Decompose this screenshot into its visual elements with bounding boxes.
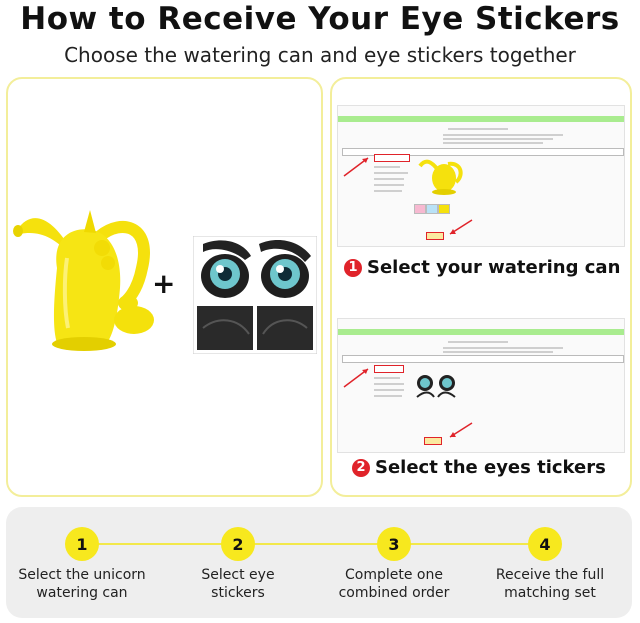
instruction-step-1: 1 Select your watering can xyxy=(344,257,620,278)
step-circle-4: 4 xyxy=(528,527,562,561)
site-banner-bar xyxy=(338,116,624,122)
add-to-cart-highlight xyxy=(424,437,442,445)
step-circle-3: 3 xyxy=(377,527,411,561)
steps-panel xyxy=(6,507,632,618)
page-title: How to Receive Your Eye Stickers xyxy=(20,1,620,37)
step-text-1: Select the unicorn watering can xyxy=(18,567,146,601)
instruction-step-2-text: Select the eyes tickers xyxy=(375,457,606,478)
eye-stickers-sheet-image xyxy=(192,235,318,355)
page-subtitle: Choose the watering can and eye stickers… xyxy=(64,43,576,67)
highlighted-option xyxy=(374,154,410,162)
step-circle-2: 2 xyxy=(221,527,255,561)
add-to-cart-highlight xyxy=(426,232,444,240)
step-connector-line xyxy=(98,543,558,545)
site-banner-bar xyxy=(338,329,624,335)
step-text-4: Receive the full matching set xyxy=(495,567,605,601)
step-circle-1: 1 xyxy=(65,527,99,561)
listing-screenshot-eye-stickers xyxy=(337,318,625,453)
step-badge: 1 xyxy=(344,258,362,277)
instruction-step-2: 2 Select the eyes tickers xyxy=(352,457,606,478)
highlighted-option xyxy=(374,365,404,373)
step-text-2: Select eye stickers xyxy=(201,567,275,601)
step-badge: 2 xyxy=(352,458,370,477)
listing-screenshot-watering-can xyxy=(337,105,625,247)
instruction-step-1-text: Select your watering can xyxy=(367,257,621,278)
unicorn-watering-can-image xyxy=(12,138,162,368)
step-text-3: Complete one combined order xyxy=(338,567,450,601)
plus-sign: + xyxy=(152,267,176,300)
